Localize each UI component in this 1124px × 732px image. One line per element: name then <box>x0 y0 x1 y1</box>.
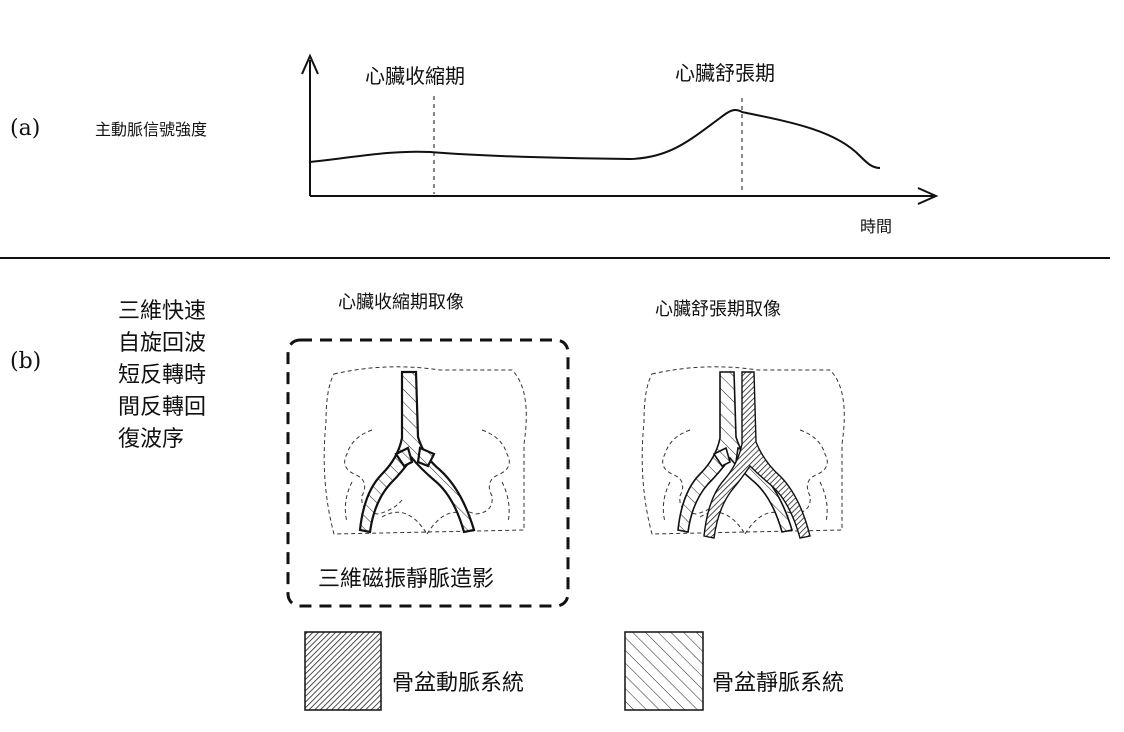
venography-caption: 三維磁振靜脈造影 <box>318 567 494 592</box>
systole-pelvis-image <box>323 366 527 535</box>
sequence-line: 短反轉時 <box>118 363 206 388</box>
y-axis-label: 主動脈信號強度 <box>95 120 207 139</box>
systole-label: 心臟收縮期 <box>365 64 465 88</box>
panel-b-label: (b) <box>10 349 41 374</box>
x-axis-label: 時間 <box>860 217 892 236</box>
sequence-line: 三維快速 <box>118 299 206 324</box>
sequence-line: 自旋回波 <box>118 331 206 356</box>
venous-legend-label: 骨盆靜脈系統 <box>712 671 844 696</box>
diastole-label: 心臟舒張期 <box>675 61 775 85</box>
aortic-signal-curve <box>309 109 881 169</box>
diastole-pelvis-image <box>641 366 845 539</box>
x-axis-arrow <box>917 187 939 205</box>
sequence-name: 三維快速 自旋回波 短反轉時 間反轉回 復波序 <box>118 299 206 452</box>
sequence-line: 間反轉回 <box>118 395 206 420</box>
panel-a-label: (a) <box>10 116 40 141</box>
systole-image-title: 心臟收縮期取像 <box>338 292 464 313</box>
venography-highlight-box <box>286 338 570 608</box>
venous-legend-swatch <box>624 631 704 711</box>
arterial-legend-label: 骨盆動脈系統 <box>392 671 524 696</box>
arterial-legend-swatch <box>304 631 382 711</box>
y-axis-arrow <box>301 53 319 75</box>
sequence-line: 復波序 <box>118 427 184 452</box>
diastole-image-title: 心臟舒張期取像 <box>655 299 781 320</box>
